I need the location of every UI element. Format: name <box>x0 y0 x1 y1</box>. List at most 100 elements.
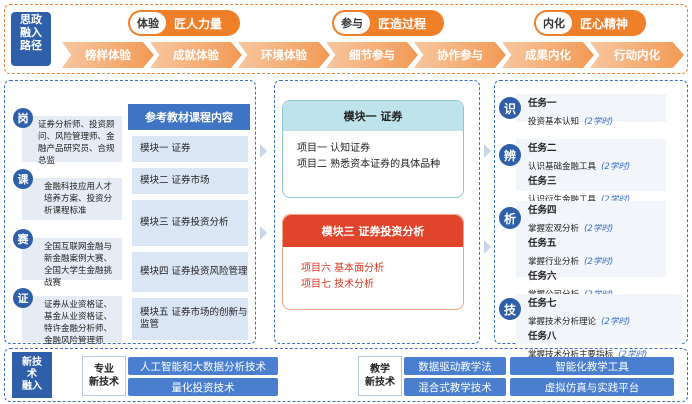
bar-label: 智能化教学工具 <box>555 360 629 373</box>
module-three-box: 模块三 证券投资分析 项目六 基本面分析 项目七 技术分析 <box>282 214 464 310</box>
bar-label: 虚拟仿真与实践平台 <box>544 381 640 394</box>
course-badge: 课 <box>13 169 33 189</box>
task-desc: 掌握技术分析理论 <box>528 317 597 327</box>
module-one-box: 模块一 证券 项目一 认知证券 项目二 熟悉资本证券的具体品种 <box>282 100 464 198</box>
task-name: 任务五 <box>528 238 557 249</box>
bar-label: 人工智能和大数据分析技术 <box>140 360 266 373</box>
bar-label: 混合式教学技术 <box>418 381 492 394</box>
task-name: 任务七 <box>528 298 557 309</box>
task-group-analyze: 任务四 掌握宏观分析 (2学时) 任务五 掌握行业分析 (2学时) 任务六 掌握… <box>516 201 666 300</box>
task-desc: 投资基本认知 <box>528 117 580 127</box>
teaching-tech-item: 数据驱动教学法 <box>404 357 506 375</box>
middle-column-frame <box>274 80 480 344</box>
phase-tag: 体验 <box>130 12 166 34</box>
task-hours: (2学时) <box>601 195 631 205</box>
course-module-3: 模块三 证券投资分析 <box>132 200 248 246</box>
step-environment: 环境体验 <box>238 42 330 68</box>
project-line: 项目六 基本面分析 <box>301 263 385 274</box>
module-title-text: 模块一 证券 <box>343 110 403 123</box>
task-group-recognize: 任务一 投资基本认知 (2学时) <box>516 94 666 127</box>
course-header-title: 参考教材课程内容 <box>145 111 233 124</box>
task-desc: 掌握技术分析主要指标 <box>528 350 614 360</box>
task-name: 任务二 <box>528 143 557 154</box>
task-name: 任务四 <box>528 205 557 216</box>
chevron-right-icon <box>484 240 491 254</box>
analyze-badge: 析 <box>499 207 521 229</box>
cert-text: 证券从业资格证、基金从业资格证、特许金融分析师、金融风险管理师 <box>44 300 113 346</box>
bar-label: 数据驱动教学法 <box>418 360 492 373</box>
ideology-path-frame <box>4 4 688 74</box>
cert-card: 证券从业资格证、基金从业资格证、特许金融分析师、金融风险管理师 <box>22 296 122 346</box>
course-text: 金融科技应用人才培养方案、投资分析课程标准 <box>44 182 113 216</box>
teaching-tech-item: 智能化教学工具 <box>510 357 674 375</box>
module-label: 模块二 证券市场 <box>140 175 210 186</box>
project-line: 项目一 认知证券 <box>297 143 371 154</box>
chevron-right-icon <box>260 144 267 158</box>
left-column-frame <box>4 80 256 344</box>
step-label: 协作参与 <box>437 48 483 62</box>
module-label: 模块三 证券投资分析 <box>140 217 229 228</box>
module-one-title: 模块一 证券 <box>283 101 463 131</box>
step-label: 榜样体验 <box>85 48 131 62</box>
module-label: 模块四 证券投资风险管理 <box>140 266 248 277</box>
chevron-right-icon <box>484 144 491 158</box>
project-line: 项目七 技术分析 <box>301 279 375 290</box>
phase-tag: 参与 <box>334 12 370 34</box>
step-action: 行动内化 <box>590 42 684 68</box>
course-module-5: 模块五 证券市场的创新与监管 <box>132 298 248 340</box>
contest-card: 全国互联网金融与新金融案例大赛、全国大学生金融挑战赛 <box>22 238 122 288</box>
phase-tag: 内化 <box>536 12 572 34</box>
phase-participate: 参与 匠造过程 <box>332 10 444 36</box>
course-content-header: 参考教材课程内容 <box>128 104 250 130</box>
phase-title: 匠造过程 <box>378 16 427 31</box>
step-role-model: 榜样体验 <box>62 42 154 68</box>
post-text: 证券分析师、投资顾问、风险管理师、金融产品研究员、合规总监 <box>38 120 115 166</box>
step-label: 细节参与 <box>349 48 395 62</box>
task-name: 任务三 <box>528 176 557 187</box>
task-hours: (2学时) <box>601 162 631 172</box>
task-name: 任务一 <box>528 98 557 109</box>
professional-tech-item: 人工智能和大数据分析技术 <box>128 357 278 375</box>
task-hours: (2学时) <box>584 117 614 127</box>
task-desc: 认识基础金融工具 <box>528 162 597 172</box>
teaching-tech-item: 虚拟仿真与实践平台 <box>510 378 674 396</box>
contest-text: 全国互联网金融与新金融案例大赛、全国大学生金融挑战赛 <box>44 242 113 288</box>
recognize-badge: 识 <box>499 97 521 119</box>
step-label: 成果内化 <box>525 48 571 62</box>
task-name: 任务六 <box>528 271 557 282</box>
task-desc: 掌握宏观分析 <box>528 224 580 234</box>
course-module-1: 模块一 证券 <box>132 136 248 162</box>
post-card: 证券分析师、投资顾问、风险管理师、金融产品研究员、合规总监 <box>22 116 122 166</box>
task-desc: 认识衍生金融工具 <box>528 195 597 205</box>
task-desc: 掌握行业分析 <box>528 257 580 267</box>
contest-badge: 赛 <box>13 229 33 249</box>
phase-title: 匠人力量 <box>174 16 223 31</box>
task-hours: (2学时) <box>601 317 631 327</box>
cert-badge: 证 <box>13 288 33 308</box>
project-line: 项目二 熟悉资本证券的具体品种 <box>297 159 441 170</box>
task-hours: (2学时) <box>584 257 614 267</box>
course-module-4: 模块四 证券投资风险管理 <box>132 252 248 292</box>
professional-tech-item: 量化投资技术 <box>128 378 278 396</box>
step-label: 成就体验 <box>173 48 219 62</box>
module-title-text: 模块三 证券投资分析 <box>321 225 425 238</box>
step-label: 行动内化 <box>614 48 660 62</box>
task-name: 任务八 <box>528 331 557 342</box>
task-hours: (2学时) <box>618 350 648 360</box>
new-tech-label: 新技 术 融入 <box>12 352 52 398</box>
task-group-technique: 任务七 掌握技术分析理论 (2学时) 任务八 掌握技术分析主要指标 (2学时) <box>516 294 682 360</box>
step-label: 环境体验 <box>261 48 307 62</box>
task-hours: (2学时) <box>584 224 614 234</box>
bar-label: 量化投资技术 <box>171 381 235 394</box>
step-achievement: 成就体验 <box>150 42 242 68</box>
phase-experience: 体验 匠人力量 <box>128 10 240 36</box>
step-detail: 细节参与 <box>326 42 418 68</box>
phase-title: 匠心精神 <box>580 16 629 31</box>
technique-badge: 技 <box>499 298 521 320</box>
step-collaboration: 协作参与 <box>414 42 506 68</box>
course-module-2: 模块二 证券市场 <box>132 168 248 194</box>
task-group-distinguish: 任务二 认识基础金融工具 (2学时) 任务三 认识衍生金融工具 (2学时) <box>516 139 666 205</box>
course-card: 金融科技应用人才培养方案、投资分析课程标准 <box>22 178 122 220</box>
step-result: 成果内化 <box>502 42 594 68</box>
professional-tech-label: 专业 新技术 <box>82 356 126 396</box>
